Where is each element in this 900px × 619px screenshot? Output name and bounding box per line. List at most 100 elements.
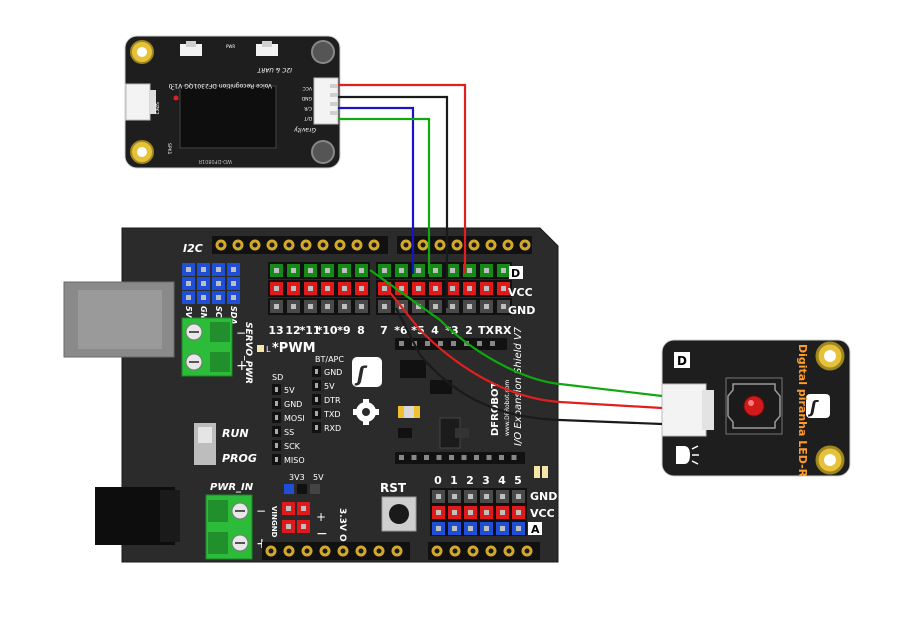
bottom-pin-r5-hole — [524, 548, 530, 554]
bottom-header — [262, 542, 540, 560]
analog-pin-r1-c3-hole — [484, 510, 489, 515]
digital-pin-label: 13 — [268, 324, 283, 337]
led-logo — [806, 394, 830, 418]
servo-minus: − — [236, 326, 246, 340]
wire-led-vcc-red — [387, 289, 663, 410]
digital-pin-label: *11 — [299, 324, 320, 337]
digital-pin-r2-c12-hole — [484, 304, 489, 309]
i2c-pin-2-2-hole — [216, 295, 221, 300]
bottom-pin-r4-hole — [506, 548, 512, 554]
digital-pin-r1-c1-hole — [291, 286, 296, 291]
top-pin-r1-hole — [420, 242, 426, 248]
mid-strip-pin — [451, 341, 456, 346]
l-led — [257, 345, 264, 352]
analog-pin-r0-c5-hole — [516, 494, 521, 499]
i2c-pin-0-0-hole — [186, 267, 191, 272]
digital-pin-r2-c6-hole — [382, 304, 387, 309]
top-pin-l4-hole — [286, 242, 292, 248]
vin-pin-0-1-hole — [301, 506, 306, 511]
digital-pin-r2-c11-hole — [467, 304, 472, 309]
bottom-pin-r2-hole — [470, 548, 476, 554]
top-pin-l8-hole — [354, 242, 360, 248]
top-pin-r3-hole — [454, 242, 460, 248]
top-header-left — [212, 236, 388, 254]
a-row-label: A — [531, 523, 540, 536]
jumper-3v3[interactable] — [284, 484, 294, 494]
top-pin-l2-hole — [252, 242, 258, 248]
gnd-small-label: GND — [270, 520, 278, 538]
i2c-pin-2-3-hole — [231, 295, 236, 300]
sd-pin-label: SS — [284, 428, 294, 437]
jumper-cap[interactable] — [297, 484, 307, 494]
pwr-minus: − — [256, 504, 266, 518]
bottom-pin-r0-hole — [434, 548, 440, 554]
servo-plus: + — [236, 358, 248, 374]
analog-pin-r1-c1-hole — [452, 510, 457, 515]
i2c-pin-1-1-hole — [201, 281, 206, 286]
bt-pin-hole — [315, 397, 318, 402]
digital-pin-r1-c13-hole — [501, 286, 506, 291]
digital-row-bg-l1 — [268, 280, 370, 297]
light-bulb-icon — [676, 445, 699, 465]
digital-pin-r0-c6-hole — [382, 268, 387, 273]
red-led-icon — [743, 395, 765, 417]
analog-header-rows — [430, 488, 527, 536]
tx-led — [542, 466, 548, 478]
digital-pin-r2-c9-hole — [433, 304, 438, 309]
bottom-pin-r3-hole — [488, 548, 494, 554]
digital-pin-r0-c13-hole — [501, 268, 506, 273]
speaker-connector — [125, 83, 151, 121]
voice-pin-label: C/R — [304, 105, 312, 111]
top-pin-r0-hole — [403, 242, 409, 248]
voice-module-title: Voice Recognition DF2301QG V1.0 — [168, 82, 272, 89]
spk-label: SPK2 — [153, 102, 159, 115]
bt-pin-label: 5V — [324, 382, 335, 391]
digital-pin-label: 2 — [465, 324, 473, 337]
dfrobot-logo — [352, 357, 382, 387]
led-module-title: Digital piranha LED-R — [796, 344, 809, 478]
switch-right[interactable] — [256, 44, 278, 56]
out-minus: − — [316, 526, 328, 542]
mic-icon — [311, 40, 335, 64]
top-pin-r2-hole — [437, 242, 443, 248]
sd-pin-label: GND — [284, 400, 302, 409]
digital-row-bg-r1 — [376, 280, 512, 297]
digital-pin-label: 4 — [431, 324, 439, 337]
digital-pin-r1-c3-hole — [325, 286, 330, 291]
ic-regulator — [430, 380, 452, 394]
voice-pin-label: GND — [301, 95, 312, 101]
mid-strip-pin — [477, 341, 482, 346]
digital-pin-label: *10 — [316, 324, 337, 337]
digital-pin-r0-c7-hole — [399, 268, 404, 273]
digital-pin-r2-c1-hole — [291, 304, 296, 309]
digital-header-rows — [268, 262, 512, 315]
digital-pin-label: 8 — [357, 324, 365, 337]
sd-pin-hole — [275, 429, 278, 434]
analog-pin-r0-c2-hole — [468, 494, 473, 499]
wire-cr-blue — [338, 106, 415, 274]
analog-pin-r1-c5-hole — [516, 510, 521, 515]
ic-tiny — [398, 428, 412, 438]
sd-pin-hole — [275, 387, 278, 392]
analog-pin-r2-c1-hole — [452, 526, 457, 531]
switch-left[interactable] — [180, 44, 202, 56]
digital-row-bg-r2 — [376, 298, 512, 315]
wire-gnd-black — [338, 95, 449, 308]
bottom-pin-l4-hole — [340, 548, 346, 554]
analog-pin-label: 4 — [498, 474, 506, 487]
mid-strip-bottom-pin — [449, 455, 454, 460]
mid-strip-pin — [490, 341, 495, 346]
digital-pin-r1-c7-hole — [399, 286, 404, 291]
sd-pin-hole — [275, 457, 278, 462]
digital-pin-r0-c10-hole — [450, 268, 455, 273]
digital-pin-r2-c13-hole — [501, 304, 506, 309]
pwr-label: PWR — [226, 44, 235, 49]
servo-label: SERVO_PWR — [243, 322, 253, 384]
run-label: RUN — [222, 427, 249, 440]
mid-strip-pin — [425, 341, 430, 346]
mic-icon-bottom — [311, 140, 335, 164]
